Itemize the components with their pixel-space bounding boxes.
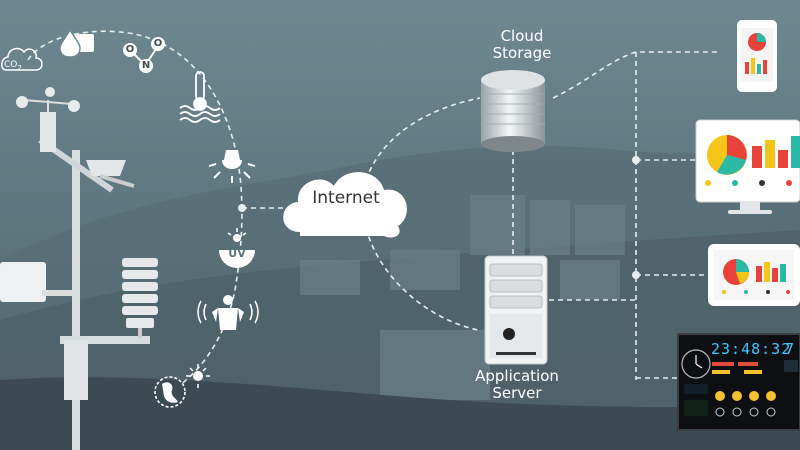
seismic-icon xyxy=(197,295,259,330)
cloud-co2-icon xyxy=(1,47,43,71)
application-server-label: Application Server xyxy=(475,367,559,403)
no2-atom-o1: O xyxy=(125,44,135,55)
water-drop-icon xyxy=(59,28,94,58)
no2-atom-n: N xyxy=(141,60,151,71)
internet-to-cloud-line xyxy=(365,97,481,181)
internet-to-server-line xyxy=(365,227,479,331)
co2-subscript: 2 xyxy=(17,63,22,72)
uv-label: UV xyxy=(228,247,246,260)
uv-icon xyxy=(219,228,255,268)
smartphone-icon xyxy=(737,20,777,92)
co2-text: CO xyxy=(4,60,18,70)
weather-display-icon xyxy=(677,333,800,431)
no2-molecule-icon xyxy=(123,37,165,73)
tablet-icon xyxy=(708,244,800,306)
globe-sun-icon xyxy=(154,364,210,408)
display-time: 23:48:32 xyxy=(711,340,792,358)
internet-label: Internet xyxy=(312,188,380,208)
no2-atom-o2: O xyxy=(153,38,163,49)
cloud-to-devices-line xyxy=(552,51,720,99)
light-bulb-icon xyxy=(208,150,256,183)
co2-label: CO2 xyxy=(4,60,22,72)
water-temperature-icon xyxy=(179,71,221,123)
display-extra: 7 xyxy=(785,340,795,358)
cloud-storage-label: Cloud Storage xyxy=(492,27,552,63)
monitor-icon xyxy=(695,119,800,214)
